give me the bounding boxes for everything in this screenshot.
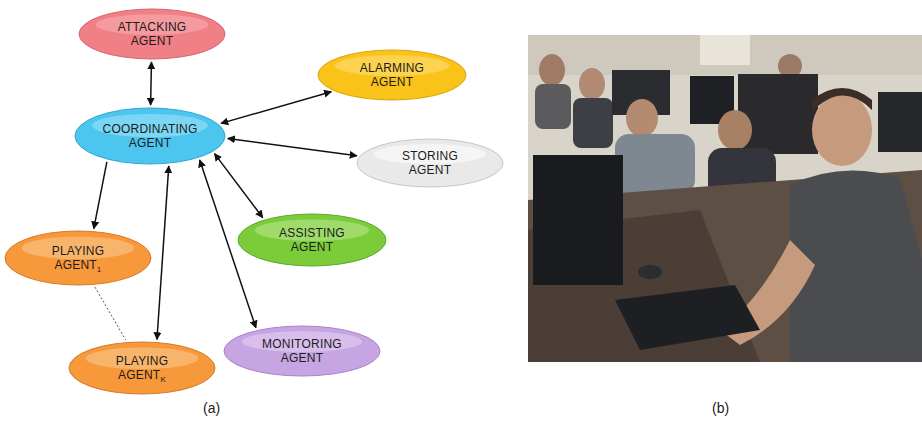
agent-ellipse: MONITORING AGENT xyxy=(223,325,381,377)
agent-ellipse: STORING AGENT xyxy=(356,138,504,188)
dotted-link xyxy=(95,287,126,340)
panel-label: (b) xyxy=(712,400,729,416)
agent-name: COORDINATING AGENT xyxy=(100,122,200,150)
agent-name: ATTACKING AGENT xyxy=(102,20,202,48)
arrow-connector xyxy=(221,92,331,124)
panel-label: (a) xyxy=(203,400,220,416)
agent-ellipse: COORDINATING AGENT xyxy=(74,107,226,165)
agent-ellipse: PLAYING AGENTK xyxy=(68,341,216,395)
agent-name: PLAYING AGENT1 xyxy=(28,244,128,272)
agent-ellipse: ASSISTING AGENT xyxy=(237,213,387,267)
agent-ellipse: ALARMING AGENT xyxy=(317,49,467,101)
arrow-connector xyxy=(150,62,152,105)
agent-name: ASSISTING AGENT xyxy=(262,226,362,254)
agent-name: PLAYING AGENTK xyxy=(92,354,192,382)
arrow-connector xyxy=(228,138,357,155)
agent-name: STORING AGENT xyxy=(380,149,480,177)
arrow-connector xyxy=(157,166,169,339)
arrow-connector xyxy=(215,154,263,218)
agent-name: ALARMING AGENT xyxy=(342,61,442,89)
arrow-connector xyxy=(94,162,107,229)
agent-ellipse: PLAYING AGENT1 xyxy=(4,230,152,286)
agent-ellipse: ATTACKING AGENT xyxy=(78,8,226,60)
agent-name: MONITORING AGENT xyxy=(252,337,352,365)
